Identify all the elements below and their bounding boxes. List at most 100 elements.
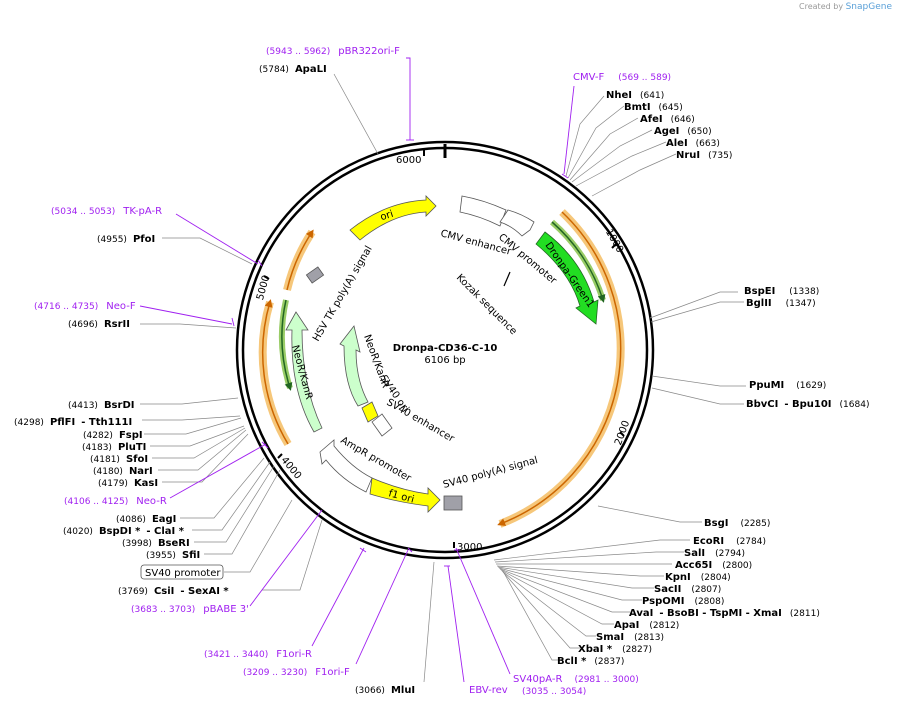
enzyme-bsgi-pos: (2285) [740,519,770,529]
credit-prefix: Created by [799,2,844,11]
enzyme-bsgi-name: BsgI [704,518,728,529]
enzyme-apai-name: ApaI [614,620,639,631]
enzyme-xbai-name: XbaI * [578,644,613,655]
enzyme-psppomi-name: PspOMI [642,596,684,607]
svg-text:(4179)KasI: (4179)KasI [98,478,158,489]
svg-text:(4020)BspDI *- ClaI *: (4020) BspDI * - ClaI * [63,526,185,537]
svg-text:AvaI- BsoBI - TspMI - XmaI(281: AvaI- BsoBI - TspMI - XmaI(2811) [629,608,820,619]
enzyme-rsrii-pos: (4696) [68,320,98,330]
enzyme-fspi-pos: (4282) [83,431,113,441]
enzyme-avai-name: AvaI [629,608,653,619]
enzyme-csii-pos: (3769) [118,587,148,597]
svg-text:(4086)EagI: (4086)EagI [116,514,176,525]
enzyme-rsrii-name: RsrII [104,319,130,330]
svg-text:(5034 .. 5053)TK-pA-R: (5034 .. 5053) TK-pA-R [51,206,162,217]
primer-f1ori-r-name: F1ori-R [276,649,312,660]
snapgene-logo: SnapGene [845,2,892,12]
enzyme-nrui-name: NruI [676,150,700,161]
enzyme-clai-name: - ClaI * [146,526,184,537]
enzyme-labels: (5784)ApaLI NheI(641) BmtI(645) AfeI(646… [14,64,869,696]
enzyme-tth111i-name: - Tth111I [81,417,132,428]
kozak-sequence-label: Kozak sequence [454,272,519,337]
enzyme-nari-name: NarI [129,466,153,477]
svg-text:SalI(2794): SalI(2794) [684,548,745,559]
enzyme-pflfi-pos: (4298) [14,418,44,428]
svg-text:(4696)RsrII: (4696) RsrII [68,319,130,330]
tick-marks [263,150,625,548]
hsv-tk-polya-label: HSV TK poly(A) signal [311,244,375,343]
primer-pbr322ori-f-name: pBR322ori-F [338,46,400,57]
enzyme-fspi-name: FspI [119,430,143,441]
enzyme-sacii-name: SacII [654,584,681,595]
neor-kanr-inner-feature [339,325,369,407]
primer-neo-r-name: Neo-R [136,496,167,507]
hsv-tk-polya-feature [305,266,325,284]
enzyme-sfii-pos: (3955) [146,551,176,561]
primer-pbabe3-name: pBABE 3' [203,604,249,615]
enzyme-sfii-name: SfiI [182,550,200,561]
enzyme-apai-pos: (2812) [649,621,679,631]
orf-arcs [258,209,625,528]
enzyme-pluti-pos: (4183) [82,443,112,453]
svg-text:(4413)BsrDI: (4413)BsrDI [68,400,134,411]
enzyme-bcli-pos: (2837) [594,657,624,667]
sv40-enhancer-feature [371,413,393,437]
primer-f1ori-f-name: F1ori-F [315,667,350,678]
svg-text:BsgI(2285): BsgI (2285) [704,518,770,529]
enzyme-ecori-name: EcoRI [693,536,724,547]
enzyme-bmti-pos: (645) [659,103,683,113]
ori-label: ori [379,209,395,223]
svg-text:NruI(735): NruI(735) [676,150,732,161]
enzyme-csii-name: CsiI [154,586,174,597]
enzyme-bglii-name: BglII [746,298,772,309]
svg-text:PspOMI(2808): PspOMI (2808) [642,596,724,607]
svg-text:NheI(641): NheI (641) [606,90,664,101]
enzyme-sali-pos: (2794) [715,549,745,559]
enzyme-pspomi-pos: (2808) [694,597,724,607]
svg-text:(4180)NarI: (4180)NarI [93,466,153,477]
enzyme-nhei-pos: (641) [640,91,664,101]
primer-tk-pa-r-range: (5034 .. 5053) [51,207,115,217]
enzyme-bbvci-name: BbvCI [746,399,778,410]
enzyme-bspei-pos: (1338) [789,287,819,297]
primer-ebv-rev-range-visible: (3035 .. 3054) [522,687,586,697]
svg-text:EcoRI(2784): EcoRI(2784) [693,536,766,547]
svg-text:CMV-F(569 .. 589): CMV-F(569 .. 589) [573,72,671,83]
enzyme-nhei-name: NheI [606,90,632,101]
enzyme-ppumi-pos: (1629) [796,381,826,391]
svg-text:(3066)MluI: (3066)MluI [355,685,415,696]
primer-tk-pa-r-name: TK-pA-R [122,206,162,217]
svg-text:AgeI(650): AgeI(650) [654,126,712,137]
enzyme-bspdi-name: BspDI * [99,526,141,537]
svg-text:(5784)ApaLI: (5784)ApaLI [259,64,327,75]
enzyme-apali-name: ApaLI [295,64,327,75]
plasmid-name: Dronpa-CD36-C-10 [393,343,498,354]
svg-text:BbvCI- Bpu10I(1684): BbvCI- Bpu10I(1684) [746,399,869,410]
enzyme-bsrdi-pos: (4413) [68,401,98,411]
enzyme-sfoi-pos: (4181) [90,455,120,465]
neor-kanr-outer-feature [285,311,323,433]
enzyme-bspdi-pos: (4020) [63,527,93,537]
primer-pbabe3-range: (3683 .. 3703) [131,605,195,615]
svg-text:BspEI(1338): BspEI(1338) [744,286,819,297]
primer-pbr322ori-f-range: (5943 .. 5962) [266,47,330,57]
enzyme-afei-pos: (646) [671,115,695,125]
primer-neo-f-range: (4716 .. 4735) [34,302,98,312]
primer-neo-r-range: (4106 .. 4125) [64,497,128,507]
svg-text:(3769)CsiI- SexAI *: (3769)CsiI- SexAI * [118,586,229,597]
enzyme-sacii-pos: (2807) [691,585,721,595]
svg-text:(3421 .. 3440)F1ori-R: (3421 .. 3440)F1ori-R [204,649,312,660]
svg-text:SmaI(2813): SmaI(2813) [596,632,664,643]
enzyme-kpni-name: KpnI [665,572,691,583]
svg-text:(3955)SfiI: (3955) SfiI [146,550,200,561]
svg-text:(4955)PfoI: (4955)PfoI [97,234,155,245]
svg-text:AfeI(646): AfeI(646) [640,114,695,125]
svg-text:XbaI *(2827): XbaI *(2827) [578,644,652,655]
primer-f1ori-f-range: (3209 .. 3230) [243,668,307,678]
enzyme-bseri-name: BseRI [158,538,190,549]
enzyme-pfoi-pos: (4955) [97,235,127,245]
enzyme-mlui-pos: (3066) [355,686,385,696]
enzyme-eagi-pos: (4086) [116,515,146,525]
primer-leader-lines [139,57,575,683]
